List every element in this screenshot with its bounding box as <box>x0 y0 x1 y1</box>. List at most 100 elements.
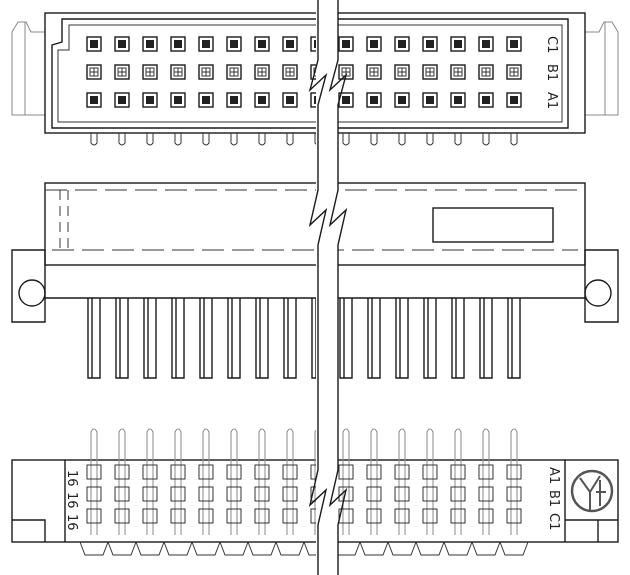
contact-cross <box>397 67 407 77</box>
contact-cross <box>117 67 127 77</box>
bottom-tooth <box>107 541 137 556</box>
bottom-pin-lead <box>258 428 266 460</box>
contact-cell <box>86 36 102 52</box>
bottom-pin-shaft <box>510 460 518 535</box>
bottom-contact <box>506 486 522 502</box>
contact-cell <box>506 64 522 80</box>
bottom-pin-lead <box>90 428 98 460</box>
contact-pin <box>118 96 126 104</box>
bottom-pin-shaft <box>258 460 266 535</box>
contact-cell <box>254 92 270 108</box>
contact-pin <box>230 40 238 48</box>
contact-cell <box>282 92 298 108</box>
bottom-contact <box>338 508 354 524</box>
bottom-contact <box>170 464 186 480</box>
side-body <box>44 182 586 266</box>
contact-cross <box>509 67 519 77</box>
bottom-tooth <box>415 541 445 556</box>
row-label-b1: B1 <box>544 64 559 81</box>
contact-cell <box>366 36 382 52</box>
solder-tail <box>230 133 238 146</box>
bottom-pin-shaft <box>202 460 210 535</box>
side-pin <box>479 298 493 379</box>
solder-tail <box>426 133 434 146</box>
bottom-contact <box>226 508 242 524</box>
top-solder-tails <box>90 133 518 146</box>
bottom-pin-shaft <box>426 460 434 535</box>
bottom-tooth <box>275 541 305 556</box>
contact-cell <box>170 36 186 52</box>
bottom-pin-shaft <box>90 460 98 535</box>
bottom-view: A1 B1 C1 16 16 16 <box>11 428 619 556</box>
bottom-contact <box>366 486 382 502</box>
contact-cell <box>226 64 242 80</box>
bottom-pin-lead <box>286 428 294 460</box>
side-pin <box>143 298 157 379</box>
contact-cell <box>506 92 522 108</box>
contact-cell <box>170 92 186 108</box>
bottom-contact <box>86 464 102 480</box>
contact-cell <box>366 92 382 108</box>
top-pin-grid <box>86 36 522 108</box>
contact-pin <box>258 96 266 104</box>
bottom-contact <box>226 486 242 502</box>
bottom-contact <box>198 486 214 502</box>
bottom-tooth <box>163 541 193 556</box>
contact-cell <box>338 64 354 80</box>
contact-cell <box>394 92 410 108</box>
bottom-pin-lead <box>118 428 126 460</box>
contact-pin <box>482 96 490 104</box>
side-pin <box>199 298 213 379</box>
row-label-a1: A1 <box>544 92 559 109</box>
contact-cell <box>422 92 438 108</box>
bottom-tooth <box>79 541 109 556</box>
contact-cell <box>282 36 298 52</box>
contact-pin <box>370 96 378 104</box>
right-mounting-hole <box>584 279 612 307</box>
bottom-tooth <box>219 541 249 556</box>
bottom-contact <box>450 508 466 524</box>
contact-pin <box>426 96 434 104</box>
side-flange <box>11 249 619 323</box>
contact-pin <box>146 40 154 48</box>
bottom-contact <box>114 464 130 480</box>
housing-cavity <box>57 24 563 123</box>
solder-tail <box>454 133 462 146</box>
contact-cell <box>394 64 410 80</box>
bottom-contact <box>366 508 382 524</box>
left-mounting-flange <box>11 21 46 116</box>
solder-tail <box>202 133 210 146</box>
bottom-tooth <box>387 541 417 556</box>
bottom-tooth <box>247 541 277 556</box>
bottom-pin-shaft <box>454 460 462 535</box>
contact-pin <box>454 40 462 48</box>
bottom-contact <box>198 508 214 524</box>
contact-cell <box>338 36 354 52</box>
top-view: C1 B1 A1 <box>11 12 619 146</box>
contact-pin <box>286 40 294 48</box>
solder-tail <box>510 133 518 146</box>
row-label-16c: 16 <box>64 514 79 531</box>
contact-cell <box>422 64 438 80</box>
contact-cell <box>254 64 270 80</box>
contact-cross <box>481 67 491 77</box>
side-pin <box>255 298 269 379</box>
bottom-contact <box>254 486 270 502</box>
bottom-tooth <box>471 541 501 556</box>
contact-cell <box>142 36 158 52</box>
bottom-contact <box>86 508 102 524</box>
bottom-contact <box>142 508 158 524</box>
contact-pin <box>286 96 294 104</box>
side-pin <box>339 298 353 379</box>
bottom-pin-shaft <box>370 460 378 535</box>
solder-tail <box>146 133 154 146</box>
contact-pin <box>258 40 266 48</box>
bottom-pin-shaft <box>146 460 154 535</box>
bottom-contact <box>422 486 438 502</box>
contact-pin <box>174 40 182 48</box>
contact-pin <box>510 96 518 104</box>
contact-cell <box>478 36 494 52</box>
contact-cross <box>285 67 295 77</box>
bottom-pin-lead <box>202 428 210 460</box>
bottom-pin-shaft <box>482 460 490 535</box>
